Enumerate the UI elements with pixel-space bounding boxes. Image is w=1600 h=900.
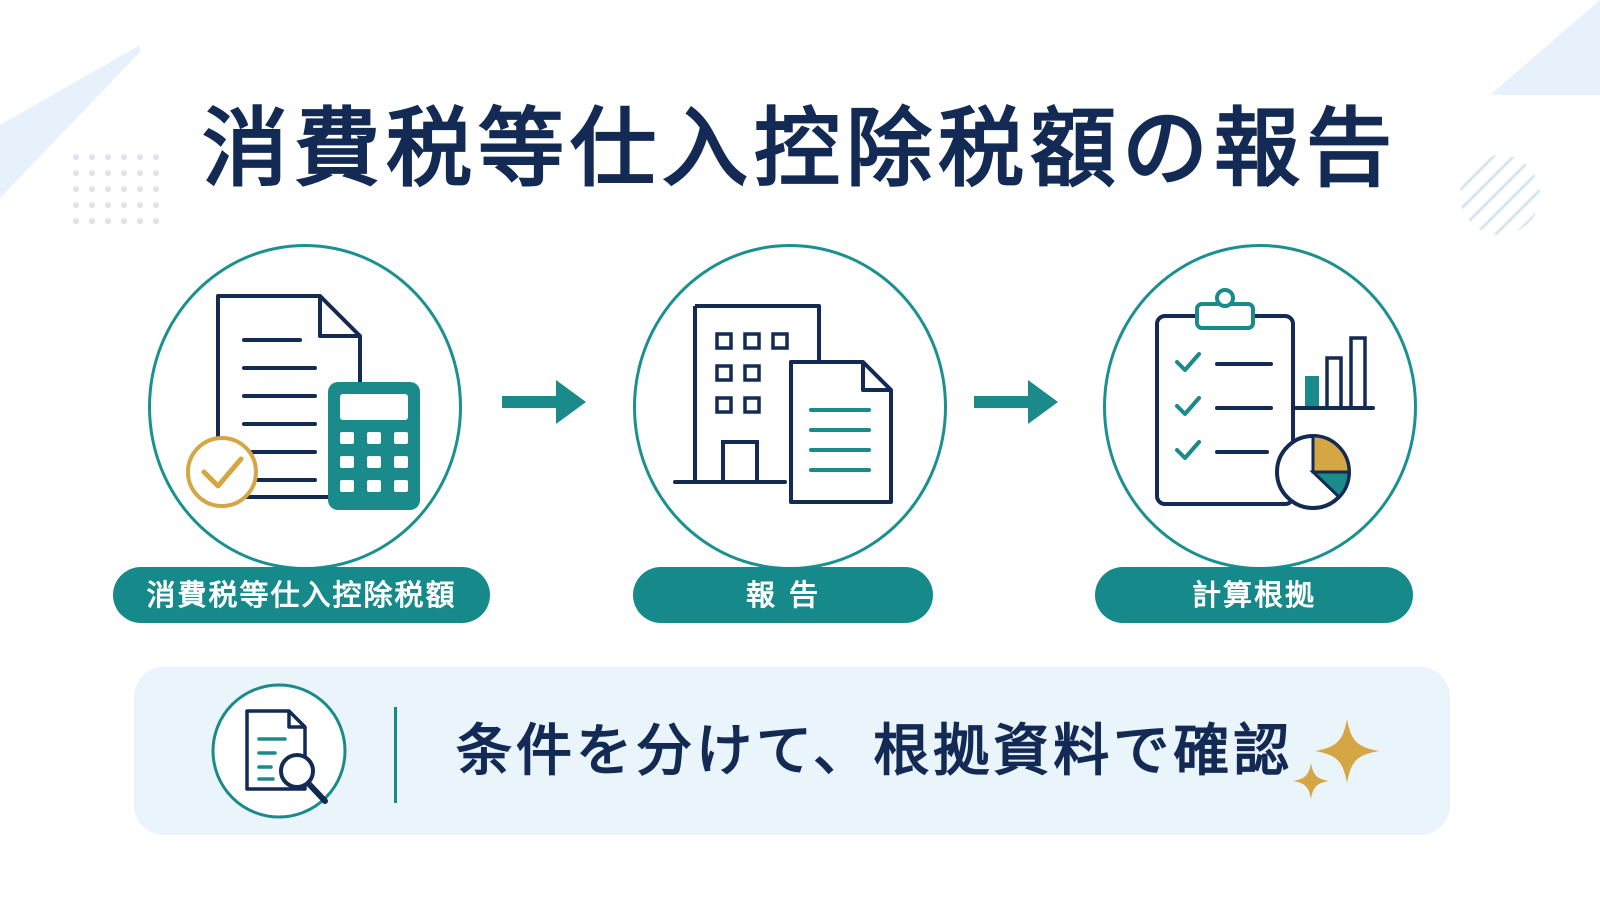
step-label-pill: 計算根拠 xyxy=(1095,567,1413,623)
step-report: 報 告 xyxy=(625,240,955,630)
clipboard-checklist-chart-icon xyxy=(1155,288,1375,510)
office-building-document-icon xyxy=(673,304,893,504)
step-tax-amount: 消費税等仕入控除税額 xyxy=(113,240,490,630)
page-title: 消費税等仕入控除税額の報告 xyxy=(202,99,1398,199)
sparkle-icon xyxy=(1293,719,1379,799)
step-label-pill: 報 告 xyxy=(633,567,933,623)
arrow-right-icon xyxy=(502,380,586,424)
banner-text: 条件を分けて、根拠資料で確認 xyxy=(456,719,1294,784)
document-magnifier-icon xyxy=(211,683,347,819)
step-label-pill: 消費税等仕入控除税額 xyxy=(113,567,490,623)
document-calculator-check-icon xyxy=(186,294,420,510)
banner-divider xyxy=(394,707,397,803)
arrow-right-icon xyxy=(974,380,1058,424)
summary-banner: 条件を分けて、根拠資料で確認 xyxy=(134,667,1450,835)
step-calculation-basis: 計算根拠 xyxy=(1095,240,1425,630)
dot-grid-decoration xyxy=(73,154,159,224)
